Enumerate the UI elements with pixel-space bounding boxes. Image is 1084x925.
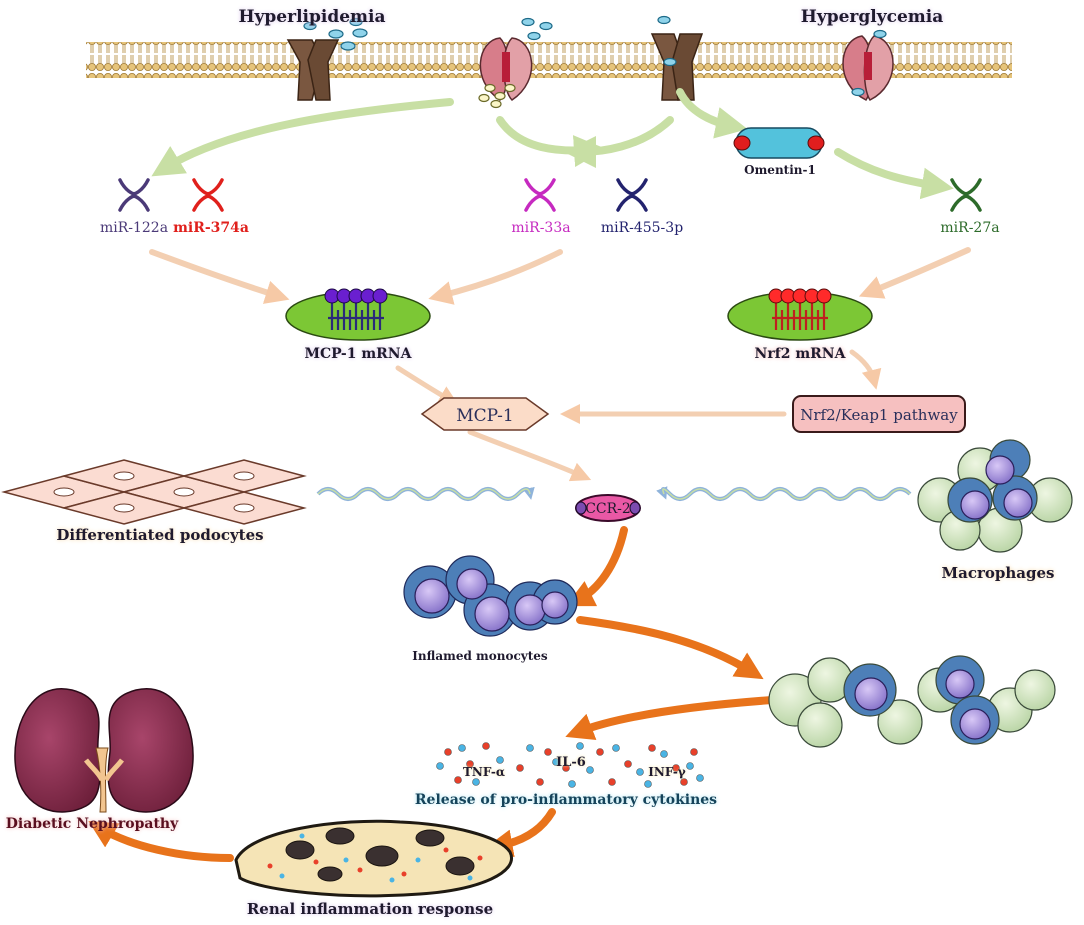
mir-27a-label: miR-27a [940,220,999,236]
il-6-label: IL-6 [556,755,586,770]
diabetic-nephropathy-label: Diabetic Nephropathy [6,816,179,832]
nrf2-keap1-pathway-label: Nrf2/Keap1 pathway [800,406,958,424]
inflamed-monocytes-cluster [403,555,578,637]
macrophages-label: Macrophages [942,564,1055,582]
mir-374a-label: miR-374a [173,220,249,236]
podocytes-cells [1,459,307,525]
mir-455-3p-label: miR-455-3p [601,220,683,236]
mcp-1-mrna-shape [285,288,431,341]
nrf2-keap1-pathway-box [792,395,966,433]
nrf2-mrna-shape [727,288,873,341]
renal-inflammation-label: Renal inflammation response [247,900,493,918]
renal-tissue-illustration [234,819,513,898]
mir-455-3p-symbol [616,178,648,212]
mir-122a-symbol [118,178,150,212]
molecule-bubbles-inner [478,83,516,109]
kidneys-illustration [14,687,194,813]
ccr-2-receptor [575,494,641,522]
inflamed-monocytes-label: Inflamed monocytes [412,649,548,663]
mir-122a-label: miR-122a [100,220,168,236]
omentin-1-label: Omentin-1 [744,163,816,177]
mir-27a-symbol [950,178,982,212]
signal-wave-left-inner [317,488,531,500]
molecule-bubbles [303,15,887,97]
transporter-channel-right [650,33,704,101]
mcp-1-mrna-label: MCP-1 mRNA [305,346,413,362]
macrophages-cluster [917,439,1073,553]
arrows-peach-mid [149,247,971,305]
omentin-1-shape [733,127,825,159]
mcp-1-label: MCP-1 [456,406,513,426]
hyperglycemia-label: Hyperglycemia [801,7,943,27]
ccr-2-label: CCR-2 [585,501,631,517]
mir-374a-symbol [192,178,224,212]
transporter-channel-left [286,39,340,101]
activated-macrophages-cluster [768,655,1056,748]
cytokines-release-label: Release of pro-inflammatory cytokines [415,792,717,808]
cytokine-particles [436,742,704,788]
mir-33a-symbol [524,178,556,212]
nrf2-mrna-label: Nrf2 mRNA [755,346,847,362]
hyperlipidemia-label: Hyperlipidemia [238,7,385,27]
mir-33a-label: miR-33a [511,220,570,236]
mcp-1-shape [420,397,550,431]
podocytes-nuclei [53,471,255,513]
tnf-alpha-label: TNF-α [463,765,505,779]
signal-wave-right-inner [662,488,911,500]
arrows-green-top [151,88,954,200]
arrows-mcp1 [395,349,882,482]
transporter-pump-right [842,35,894,101]
podocytes-label: Differentiated podocytes [56,526,263,544]
inf-gamma-label: INF-γ [648,765,686,779]
